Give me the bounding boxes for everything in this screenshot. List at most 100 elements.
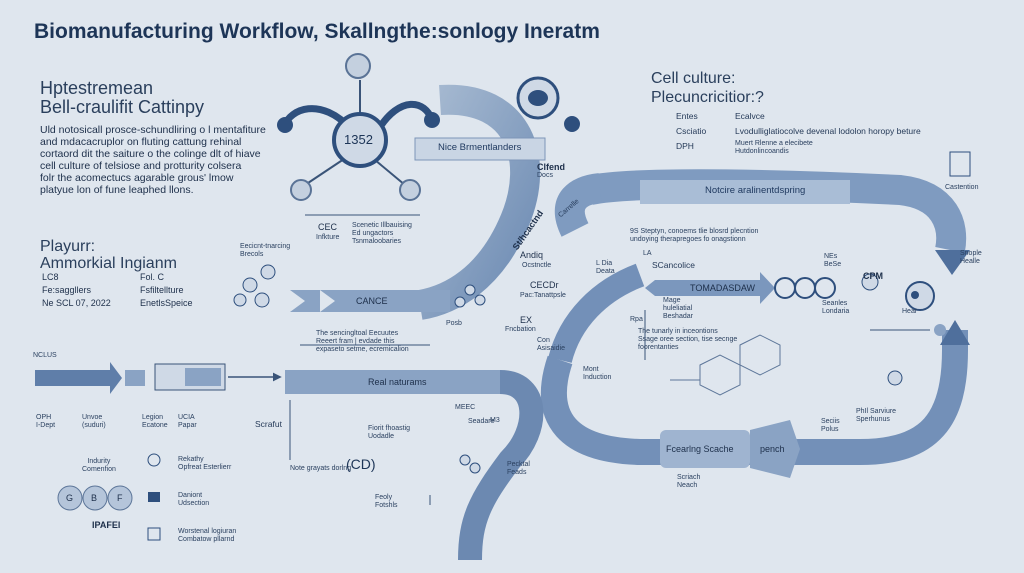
mage-label: Mage huleliatial Beshadar — [663, 297, 693, 321]
cecdr-sub: Pac:Tanattpsle — [520, 292, 566, 299]
bl-legend-3: Worstenal logiuran Combatow pllarnd — [178, 528, 237, 544]
real-label: Real naturams — [368, 377, 427, 387]
eeciont-label: Eecicnt-tnarcing Brecols — [240, 243, 291, 259]
marker-4: UCIA Papar — [178, 414, 197, 430]
list-left-2: Fe:saggllers — [42, 285, 92, 295]
left-paragraph: Uld notosicall prosce-schundliring o l m… — [40, 124, 266, 197]
gear-icon — [147, 453, 161, 467]
indurity-f: F — [117, 493, 123, 503]
real-band — [285, 370, 500, 394]
legend-icon-1: Entes — [676, 111, 698, 121]
ex-label: EX — [520, 315, 533, 325]
legend-text-2: Lvodulliglatiocolve devenal lodolon horo… — [735, 126, 921, 136]
hub-number: 1352 — [344, 132, 373, 147]
connectors — [289, 214, 930, 505]
molecule-icon — [233, 264, 276, 308]
list-right-3: EnetlsSpeice — [140, 298, 193, 308]
marker-1: OPH I-Dept — [36, 414, 56, 430]
cifend-label: Clfend — [537, 162, 565, 172]
fnebation-label: Fncbation — [505, 326, 536, 333]
tomad-label: TOMADASDAW — [690, 283, 756, 293]
seadare-label: Seadare — [468, 418, 495, 425]
cell-icon — [516, 76, 580, 132]
nclus-label: NCLUS — [33, 352, 57, 359]
stepyn-text: 9S Steptyn, conoems tlie blosrd plecntio… — [630, 228, 759, 244]
banner-right — [640, 180, 850, 204]
banner-right-text: Notcire aralinentdspring — [705, 185, 806, 196]
banner-top-text: Nice Brmentlanders — [438, 142, 522, 153]
playur-subtitle: Ammorkial Ingianm — [40, 255, 177, 272]
scancolice-label: SCancolice — [652, 260, 695, 270]
phil-label: PhIl Sarviure Sperhunus — [856, 408, 897, 424]
con-label: Con Asisaidie — [537, 337, 566, 353]
device-icon — [949, 151, 971, 177]
docs-label: Docs — [537, 172, 553, 179]
pill-1-label: Fcearlng Scache — [666, 444, 734, 454]
hex-network — [670, 334, 781, 396]
cecdr-label: CECDr — [530, 280, 559, 290]
indurity-g: G — [66, 493, 74, 503]
list-right-1: Fol. C — [140, 272, 165, 282]
playur-title: Playurr: — [40, 238, 96, 255]
pill-2-label: pench — [760, 444, 785, 454]
left-arrow-row — [35, 362, 282, 394]
indurity-b: B — [91, 493, 98, 503]
page-title: Biomanufacturing Workflow, Skallngthe:so… — [34, 20, 600, 43]
pill-1 — [660, 430, 750, 468]
left-heading-1: Hptestremean — [40, 78, 154, 98]
hear-label: Hear — [902, 308, 918, 315]
castention-label: Castention — [945, 184, 979, 191]
marker-3: Legion Ecatone — [142, 414, 168, 430]
center-molecules — [454, 284, 486, 474]
tomad-arrow — [655, 272, 775, 304]
bl-legend-1: Rekathy Opfreat Esterlierr — [178, 456, 232, 472]
cell-culture-subtitle: Plecuncricitior:? — [651, 89, 764, 106]
cd-label: (CD) — [346, 456, 376, 472]
hub-node — [277, 53, 440, 201]
m3-label: M3 — [490, 417, 500, 424]
banner-top — [414, 137, 546, 161]
inflture-label: Infkture — [316, 234, 340, 241]
box-icon — [147, 527, 161, 541]
rpa-label: Rpa — [630, 316, 643, 323]
lower-right-loop — [540, 330, 968, 465]
face-icon — [887, 281, 946, 386]
pecktal-label: Pecktal Feads — [507, 461, 530, 477]
gravate-label: Note grayats dorlng — [290, 465, 352, 472]
seeding-text: The sencingltoal Eecuutes Reeert fram | … — [316, 330, 409, 354]
list-left-3: Ne SCL 07, 2022 — [42, 298, 111, 308]
legend-text-1: Ecalvce — [735, 111, 765, 121]
indurity-label: Indurity Comenfion — [82, 458, 116, 474]
cec-label: CEC — [318, 222, 338, 232]
legend-icon-2: Csciatio — [676, 126, 707, 136]
luda-label: L Dia Deata — [596, 260, 615, 276]
marker-2: Unvoe (suduri) — [82, 414, 106, 430]
legend-icon-3: DPH — [676, 141, 694, 151]
feoly-label: Feoly Fotshls — [375, 494, 398, 510]
tunarly-text: The tunarly in inceontions Ssage oree se… — [638, 328, 738, 352]
down-band — [458, 370, 544, 561]
list-left-1: LC8 — [42, 272, 59, 282]
scrafut-label: Scrafut — [255, 419, 282, 429]
indurity-circles — [57, 485, 133, 511]
scenetic-label: Scenetic Illbauising Ed ungactors Tsnmal… — [352, 222, 412, 246]
cpm-label: CPM — [863, 271, 883, 281]
left-heading-2: Bell-craulifit Cattinpy — [40, 97, 205, 117]
scriach-label: Scriach Neach — [677, 474, 701, 490]
posb-label: Posb — [446, 320, 462, 327]
bl-legend-2: Daniont Udsection — [178, 492, 210, 508]
list-right-2: Fsfiltellture — [140, 285, 184, 295]
plug-icon — [148, 492, 160, 502]
andiq-sub: Ocstnctle — [522, 262, 552, 269]
mont-label: Mont Induction — [583, 366, 612, 382]
la-label: LA — [643, 250, 652, 257]
cell-culture-title: Cell culture: — [651, 70, 736, 87]
legend-text-3: Muert Rlenne a elecibete Hutdonlincoandi… — [735, 140, 813, 156]
andiq-label: Andiq — [520, 250, 544, 260]
top-arc-band — [417, 84, 541, 320]
ipafel-label: IPAFEl — [92, 520, 121, 530]
cancel-label: CANCE — [356, 296, 388, 306]
snople-label: Snople Healle — [960, 250, 982, 266]
fiorit-label: Fiorit fhoastig Uodadle — [368, 425, 411, 441]
